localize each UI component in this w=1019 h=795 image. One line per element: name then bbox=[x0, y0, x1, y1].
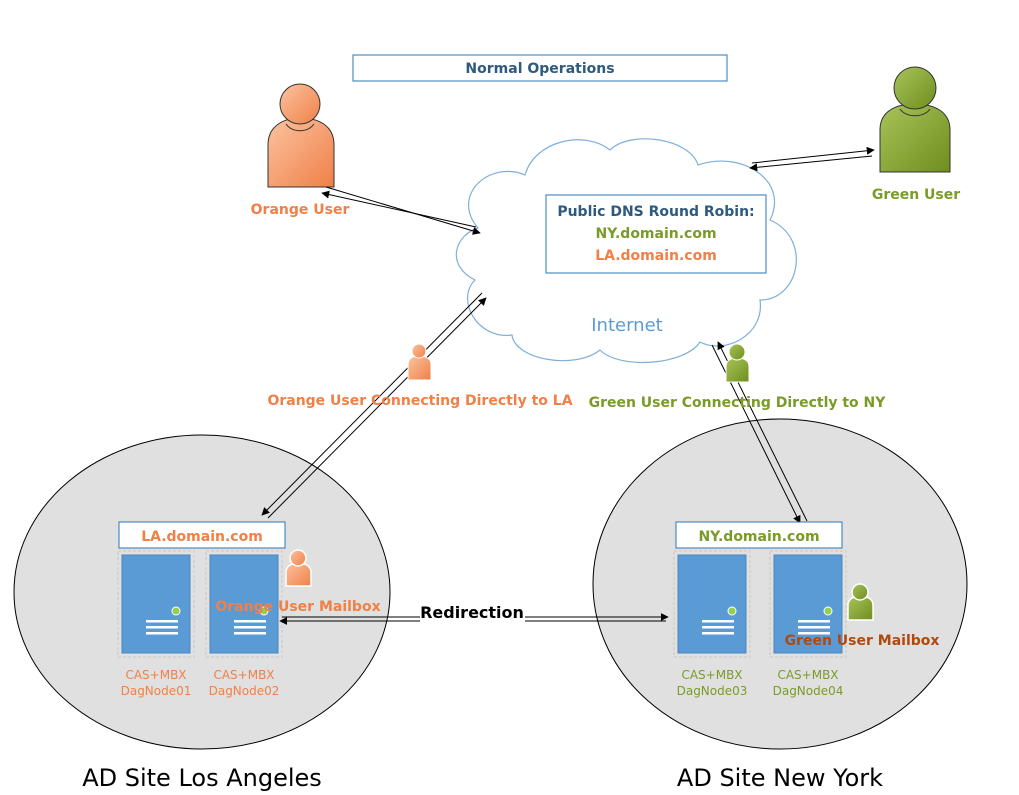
orange-mailbox-label: Orange User Mailbox bbox=[215, 599, 380, 615]
orange-direct-connection-label: Orange User Connecting Directly to LA bbox=[267, 393, 572, 409]
server-dagnode03-name: DagNode03 bbox=[677, 684, 748, 698]
la-domain-box: LA.domain.com bbox=[118, 521, 286, 549]
orange-user-small-icon bbox=[407, 343, 432, 381]
server-dagnode04-name: DagNode04 bbox=[773, 684, 844, 698]
green-direct-connection-label: Green User Connecting Directly to NY bbox=[589, 395, 887, 411]
server-dagnode01-role: CAS+MBX bbox=[125, 668, 186, 682]
ny-domain-box: NY.domain.com bbox=[675, 521, 843, 549]
site-la-boundary bbox=[13, 434, 391, 750]
orange-user-to-internet-arrows bbox=[321, 186, 481, 235]
diagram-title: Normal Operations bbox=[465, 61, 614, 77]
orange-user-label: Orange User bbox=[251, 202, 350, 218]
server-dagnode03-icon bbox=[673, 550, 751, 658]
green-user-label: Green User bbox=[872, 187, 960, 203]
redirection-arrows bbox=[279, 613, 669, 625]
orange-mailbox-user-icon bbox=[285, 549, 312, 587]
orange-user-icon bbox=[267, 83, 335, 188]
dns-la-entry: LA.domain.com bbox=[595, 248, 717, 264]
dns-ny-entry: NY.domain.com bbox=[595, 226, 716, 242]
green-user-small-icon bbox=[725, 343, 750, 383]
site-ny-name: AD Site New York bbox=[677, 764, 883, 792]
server-dagnode02-name: DagNode02 bbox=[209, 684, 280, 698]
server-dagnode01-name: DagNode01 bbox=[121, 684, 192, 698]
internet-to-la-arrows bbox=[261, 292, 487, 519]
ny-domain-label: NY.domain.com bbox=[698, 529, 819, 545]
dns-box: Public DNS Round Robin: NY.domain.com LA… bbox=[545, 194, 767, 274]
redirection-label: Redirection bbox=[420, 603, 524, 622]
dns-title: Public DNS Round Robin: bbox=[557, 204, 754, 220]
server-dagnode01-icon bbox=[117, 550, 195, 658]
green-mailbox-user-icon bbox=[847, 583, 874, 621]
server-dagnode04-role: CAS+MBX bbox=[777, 668, 838, 682]
title-box: Normal Operations bbox=[352, 54, 728, 82]
green-mailbox-label: Green User Mailbox bbox=[785, 633, 940, 649]
green-user-to-internet-arrows bbox=[749, 146, 875, 172]
la-domain-label: LA.domain.com bbox=[141, 529, 263, 545]
site-la-name: AD Site Los Angeles bbox=[82, 764, 322, 792]
green-user-icon bbox=[879, 66, 951, 173]
internet-label: Internet bbox=[591, 315, 662, 336]
server-dagnode03-role: CAS+MBX bbox=[681, 668, 742, 682]
server-dagnode02-role: CAS+MBX bbox=[213, 668, 274, 682]
